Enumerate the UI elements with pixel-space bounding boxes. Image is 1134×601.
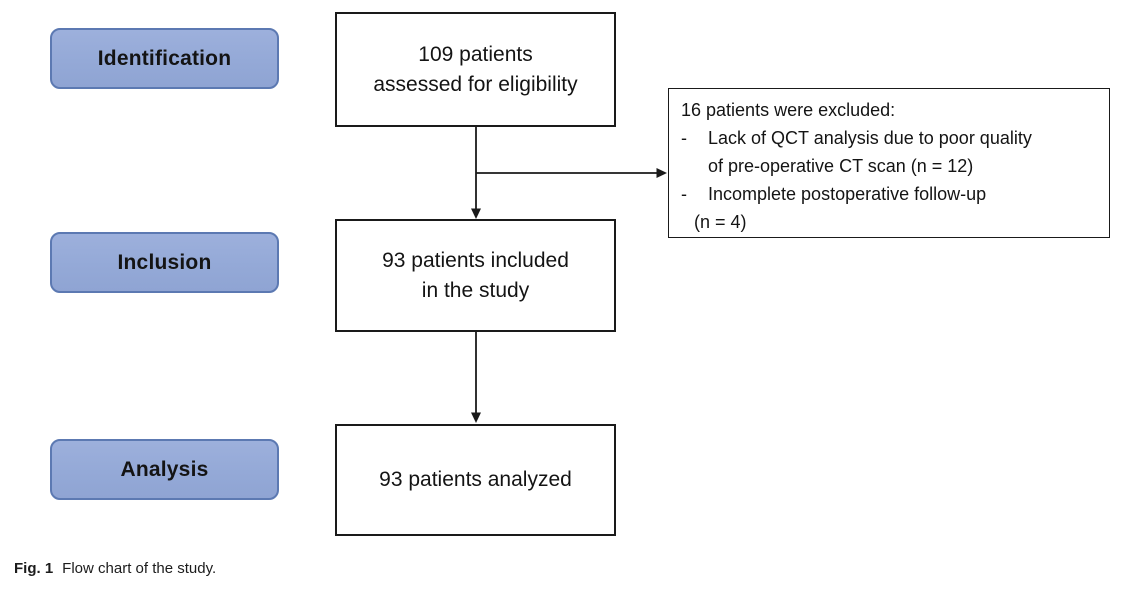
stage-label-inclusion: Inclusion xyxy=(117,250,212,274)
figure-caption-label: Fig. 1 xyxy=(14,560,54,577)
flow-box-included-in-study: 93 patients included in the study xyxy=(335,219,616,332)
arrowhead-down-analyzed xyxy=(471,412,481,423)
flow-box-analyzed: 93 patients analyzed xyxy=(335,424,616,536)
exclusion-box: 16 patients were excluded: - Lack of QCT… xyxy=(668,88,1110,238)
exclusion-bullet-continuation: of pre-operative CT scan (n = 12) xyxy=(708,156,974,176)
exclusion-bullet-item: - Lack of QCT analysis due to poor quali… xyxy=(681,124,1099,152)
flow-box-text-line: assessed for eligibility xyxy=(373,72,578,96)
figure-caption: Fig. 1 Flow chart of the study. xyxy=(14,560,216,577)
stage-label-analysis: Analysis xyxy=(120,457,209,481)
exclusion-bullet-text: Lack of QCT analysis due to poor quality xyxy=(708,128,1032,148)
flow-box-text-line: 109 patients xyxy=(418,42,533,66)
exclusion-bullet-continuation: (n = 4) xyxy=(694,212,747,232)
exclusion-intro: 16 patients were excluded: xyxy=(681,100,896,120)
arrowhead-right-exclusion xyxy=(656,168,667,178)
stage-box-identification: Identification xyxy=(50,28,279,89)
flow-box-text-line: 93 patients analyzed xyxy=(379,468,572,491)
exclusion-bullet-item: - Incomplete postoperative follow-up xyxy=(681,180,1099,208)
arrowhead-down-included xyxy=(471,208,481,219)
flow-box-text-line: 93 patients included xyxy=(382,248,569,272)
bullet-dash: - xyxy=(681,184,687,204)
flow-box-assessed-for-eligibility: 109 patients assessed for eligibility xyxy=(335,12,616,127)
figure-caption-text: Flow chart of the study. xyxy=(62,560,217,577)
flow-box-text-line: in the study xyxy=(421,278,530,302)
stage-label-identification: Identification xyxy=(97,46,232,70)
stage-box-analysis: Analysis xyxy=(50,439,279,500)
bullet-dash: - xyxy=(681,128,687,148)
exclusion-bullet-text: Incomplete postoperative follow-up xyxy=(708,184,987,204)
stage-box-inclusion: Inclusion xyxy=(50,232,279,293)
